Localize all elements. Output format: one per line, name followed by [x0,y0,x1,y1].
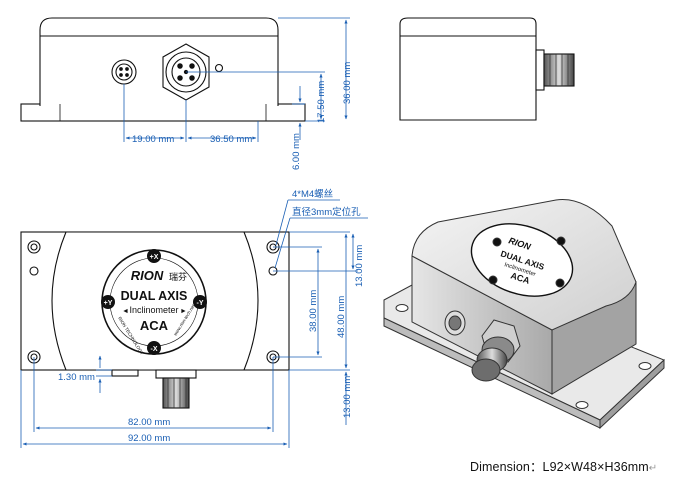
dim-36mm: 36.00 mm [342,62,353,104]
front-view-dimensions [123,17,350,142]
product-model: ACA [140,318,169,333]
axis-plus-x: +X [150,254,159,261]
bottom-connector [155,369,197,409]
iso-small-connector [444,310,466,336]
brand-logo: RION [131,268,164,283]
front-view-housing [39,17,279,106]
dimension-footer-text: Dimension：L92×W48×H36mm [470,460,649,474]
dim-6mm: 6.00 mm [291,133,302,170]
iso-main-connector [471,319,521,382]
small-connector [111,59,137,85]
vent-hole [214,63,224,73]
side-view-housing [399,17,537,121]
product-line2: Inclinometer [129,305,178,315]
front-view [20,17,306,122]
dim-13mm-top: 13.00 mm [354,245,365,287]
dim-19mm: 19.00 mm [132,134,174,145]
side-view [399,17,575,121]
isometric-view [383,199,665,430]
mounting-hole [27,240,280,364]
dim-13mm-bottom: 13.00 mm [342,376,353,418]
axis-minus-y: -Y [197,300,204,307]
dim-92mm: 92.00 mm [128,433,170,444]
brand-logo-cn: 瑞芬 [169,271,187,282]
dimension-footer: Dimension：L92×W48×H36mm↵ [470,456,657,475]
return-mark: ↵ [648,463,658,474]
top-view [20,231,290,409]
front-view-base [20,103,306,122]
dim-36-5mm: 36.50 mm [210,134,252,145]
dim-38mm: 38.00 mm [308,290,319,332]
axis-plus-y: +Y [104,300,113,307]
small-connector-side [111,369,139,377]
axis-minus-x: -X [151,346,158,353]
dim-48mm: 48.00 mm [336,296,347,338]
callout-locating-hole: 直径3mm定位孔 [292,206,361,218]
dim-1-3mm: 1.30 mm [58,372,95,383]
product-line1: DUAL AXIS [121,289,188,303]
svg-text:►: ► [180,308,187,315]
svg-text:◄: ◄ [122,308,129,315]
callout-screw: 4*M4螺丝 [292,188,333,200]
side-connector [543,53,575,87]
dim-82mm: 82.00 mm [128,417,170,428]
dim-17-5mm: 17.50 mm [316,81,327,123]
top-view-dimensions [20,199,368,448]
label-content: +X -X +Y -Y RION 瑞芬 DUAL AXIS Inclinomet… [101,249,207,356]
